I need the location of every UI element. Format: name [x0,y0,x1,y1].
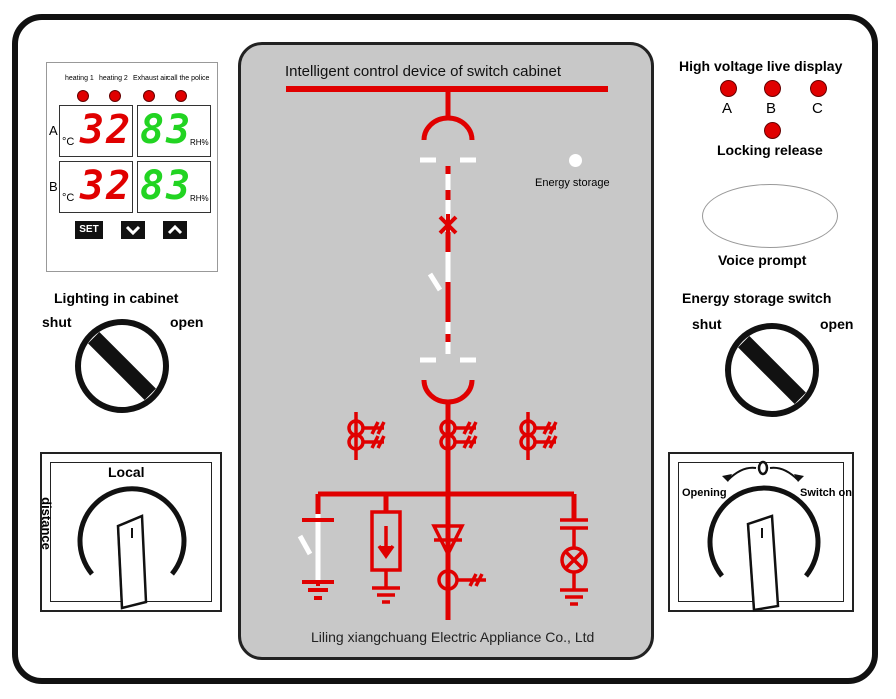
phase-c-label: C [812,100,823,117]
heating-2-lamp [109,90,121,102]
breaker-switch-plate: Opening Switch on [668,452,854,612]
local-distance-switch-plate: Local distance [38,452,222,612]
voice-prompt-label: Voice prompt [718,252,807,268]
locking-release-lamp [764,122,781,139]
chevron-down-icon [125,225,141,236]
row-a-temp-display: °C 32 [59,105,133,157]
lighting-open-label: open [170,314,204,330]
energy-switch-title: Energy storage switch [682,290,832,306]
indicator-label-heating-1: heating 1 [65,75,94,82]
indicator-label-heating-2: heating 2 [99,75,128,82]
phase-c-lamp [810,80,827,97]
heating-1-lamp [77,90,89,102]
hv-display-title: High voltage live display [679,58,843,74]
energy-storage-lamp [569,154,582,167]
energy-switch-shut-label: shut [692,316,722,332]
company-name: Liling xiangchuang Electric Appliance Co… [311,629,595,645]
set-button[interactable]: SET [75,221,103,239]
single-line-diagram [286,86,608,620]
row-b-temperature: 32 [80,163,133,209]
row-a-humidity: 83 [140,107,193,153]
down-button[interactable] [121,221,145,239]
energy-storage-label: Energy storage [535,177,610,189]
row-b-humidity-unit: RH% [190,194,209,203]
phase-b-lamp [764,80,781,97]
panel-title: Intelligent control device of switch cab… [285,63,561,80]
row-a-temp-unit: °C [62,136,75,148]
breaker-direction-arrows [722,460,804,482]
row-b-label: B [49,179,58,194]
row-a-temperature: 32 [80,107,133,153]
voice-speaker [702,184,838,248]
phase-b-label: B [766,100,777,117]
temp-humidity-controller: heating 1 heating 2 Exhaust air call the… [46,62,218,272]
energy-storage-rotary-switch[interactable] [720,322,824,418]
row-a-humidity-display: 83 RH% [137,105,211,157]
opening-label: Opening [682,487,727,499]
row-a-label: A [49,123,58,138]
row-b-humidity-display: 83 RH% [137,161,211,213]
locking-release-label: Locking release [717,142,823,158]
exhaust-air-lamp [143,90,155,102]
lighting-shut-label: shut [42,314,72,330]
switch-on-label: Switch on [800,487,852,499]
lighting-rotary-switch[interactable] [70,318,174,414]
lighting-title: Lighting in cabinet [54,290,179,306]
distance-label: distance [38,497,54,550]
energy-switch-open-label: open [820,316,854,332]
indicator-label-call-police: call the police [167,75,210,82]
phase-a-label: A [722,100,733,117]
chevron-up-icon [167,224,183,235]
breaker-rotary-switch[interactable] [700,484,828,612]
local-distance-rotary-switch[interactable] [72,482,192,612]
indicator-label-exhaust-air: Exhaust air [133,75,169,82]
row-b-temp-unit: °C [62,192,75,204]
row-b-humidity: 83 [140,163,193,209]
row-a-humidity-unit: RH% [190,138,209,147]
call-police-lamp [175,90,187,102]
row-b-temp-display: °C 32 [59,161,133,213]
local-label: Local [108,464,145,480]
up-button[interactable] [163,221,187,239]
phase-a-lamp [720,80,737,97]
